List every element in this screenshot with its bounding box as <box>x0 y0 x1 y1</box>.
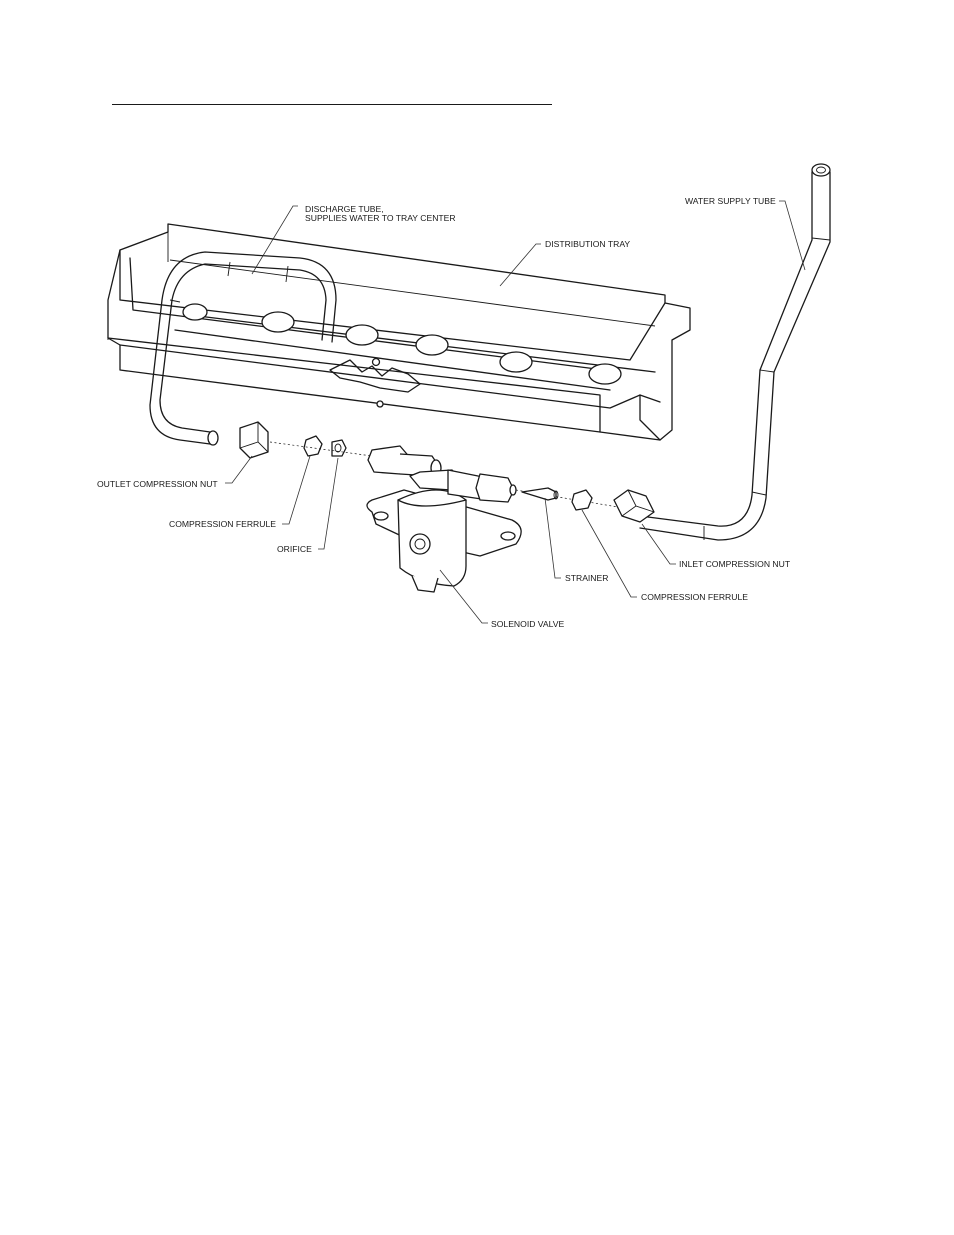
compression-ferrule-left <box>304 436 322 456</box>
label-strainer: STRAINER <box>565 573 608 583</box>
label-distribution-tray: DISTRIBUTION TRAY <box>545 239 630 249</box>
label-water-supply-tube: WATER SUPPLY TUBE <box>685 196 776 206</box>
label-outlet-compression-nut: OUTLET COMPRESSION NUT <box>97 479 218 489</box>
label-orifice: ORIFICE <box>277 544 312 554</box>
solenoid-valve <box>367 446 521 592</box>
compression-ferrule-right <box>572 490 592 510</box>
orifice-part <box>332 440 346 456</box>
label-discharge-tube-line2: SUPPLIES WATER TO TRAY CENTER <box>305 213 456 223</box>
label-inlet-compression-nut: INLET COMPRESSION NUT <box>679 559 791 569</box>
outlet-compression-nut <box>240 422 268 458</box>
strainer-part <box>522 488 558 500</box>
label-solenoid-valve: SOLENOID VALVE <box>491 619 564 629</box>
distribution-tray <box>108 224 690 440</box>
label-compression-ferrule-right: COMPRESSION FERRULE <box>641 592 748 602</box>
label-compression-ferrule-left: COMPRESSION FERRULE <box>169 519 276 529</box>
